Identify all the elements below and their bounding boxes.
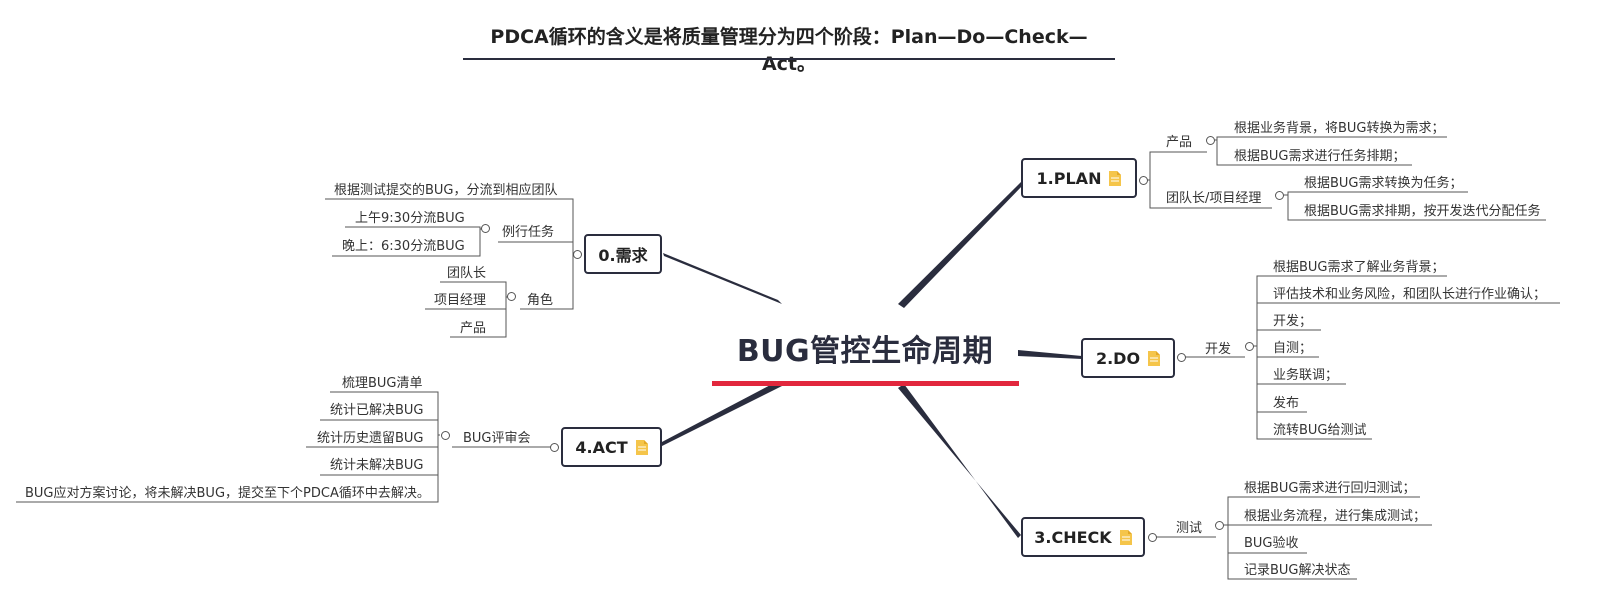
branch-act[interactable]: 4.ACT xyxy=(561,427,662,467)
collapse-toggle[interactable] xyxy=(441,431,450,440)
central-topic[interactable]: BUG管控生命周期 xyxy=(736,334,994,369)
leaf-act-3[interactable]: 统计未解决BUG xyxy=(330,458,424,473)
branch-check-label: 3.CHECK xyxy=(1034,527,1112,547)
leaf-act-0[interactable]: 梳理BUG清单 xyxy=(342,376,423,391)
collapse-toggle[interactable] xyxy=(1148,533,1157,542)
doc-icon[interactable] xyxy=(1148,350,1161,366)
branch-check[interactable]: 3.CHECK xyxy=(1021,517,1145,557)
collapse-toggle[interactable] xyxy=(1275,191,1284,200)
doc-icon[interactable] xyxy=(1119,529,1132,545)
leaf-req-role-1[interactable]: 项目经理 xyxy=(434,293,487,308)
branch-do[interactable]: 2.DO xyxy=(1081,338,1175,378)
leaf-act-1[interactable]: 统计已解决BUG xyxy=(330,403,424,418)
page-title: PDCA循环的含义是将质量管理分为四个阶段：Plan—Do—Check—Act。 xyxy=(490,26,1088,75)
collapse-toggle[interactable] xyxy=(481,224,490,233)
leaf-req-role-2[interactable]: 产品 xyxy=(460,321,487,336)
leaf-req-routine-0[interactable]: 上午9:30分流BUG xyxy=(355,211,465,226)
branch-plan-label: 1.PLAN xyxy=(1036,168,1102,188)
collapse-toggle[interactable] xyxy=(1139,176,1148,185)
collapse-toggle[interactable] xyxy=(550,443,559,452)
sub-do-dev[interactable]: 开发 xyxy=(1205,342,1232,357)
sub-req-routine[interactable]: 例行任务 xyxy=(502,225,555,240)
leaf-req-routine-1[interactable]: 晚上：6:30分流BUG xyxy=(342,239,465,254)
leaf-plan-product-1[interactable]: 根据BUG需求进行任务排期； xyxy=(1234,149,1406,164)
branch-req[interactable]: 0.需求 xyxy=(584,234,662,274)
link-act-leaves xyxy=(430,391,440,503)
doc-icon[interactable] xyxy=(635,439,648,455)
collapse-toggle[interactable] xyxy=(1177,353,1186,362)
link-plan-lead-leaves xyxy=(1284,191,1297,221)
collapse-toggle[interactable] xyxy=(1206,136,1215,145)
leaf-do-4[interactable]: 业务联调； xyxy=(1273,368,1339,383)
title-underline xyxy=(463,58,1115,60)
leaf-do-0[interactable]: 根据BUG需求了解业务背景； xyxy=(1273,260,1445,275)
branch-do-label: 2.DO xyxy=(1095,348,1141,368)
sub-plan-product[interactable]: 产品 xyxy=(1166,135,1193,150)
doc-icon[interactable] xyxy=(1109,170,1122,186)
link-central-act xyxy=(660,381,782,446)
collapse-toggle[interactable] xyxy=(507,292,516,301)
link-central-req xyxy=(663,253,782,304)
sub-check-test[interactable]: 测试 xyxy=(1176,521,1203,536)
leaf-act-2[interactable]: 统计历史遗留BUG xyxy=(317,431,424,446)
sub-req-role[interactable]: 角色 xyxy=(527,293,554,308)
central-topic-underline xyxy=(712,381,1019,386)
leaf-do-6[interactable]: 流转BUG给测试 xyxy=(1273,423,1367,438)
link-central-do xyxy=(1018,350,1082,359)
leaf-do-2[interactable]: 开发； xyxy=(1273,314,1313,329)
leaf-plan-lead-0[interactable]: 根据BUG需求转换为任务； xyxy=(1304,176,1463,191)
sub-act-review[interactable]: BUG评审会 xyxy=(463,431,531,446)
sub-plan-lead[interactable]: 团队长/项目经理 xyxy=(1166,191,1262,206)
leaf-plan-lead-1[interactable]: 根据BUG需求排期，按开发迭代分配任务 xyxy=(1304,204,1541,219)
branch-act-label: 4.ACT xyxy=(575,437,628,457)
collapse-toggle[interactable] xyxy=(1245,342,1254,351)
leaf-do-3[interactable]: 自测； xyxy=(1273,341,1313,356)
leaf-req-top[interactable]: 根据测试提交的BUG，分流到相应团队 xyxy=(334,183,558,198)
leaf-act-4[interactable]: BUG应对方案讨论，将未解决BUG，提交至下个PDCA循环中去解决。 xyxy=(25,486,430,501)
link-plan-product-leaves xyxy=(1215,136,1227,166)
leaf-do-1[interactable]: 评估技术和业务风险，和团队长进行作业确认； xyxy=(1273,287,1547,302)
link-central-check xyxy=(898,384,1021,538)
branch-plan[interactable]: 1.PLAN xyxy=(1021,158,1137,198)
leaf-check-0[interactable]: 根据BUG需求进行回归测试； xyxy=(1244,481,1416,496)
link-req-role-leaves xyxy=(498,281,509,338)
leaf-plan-product-0[interactable]: 根据业务背景，将BUG转换为需求； xyxy=(1234,121,1445,136)
branch-req-label: 0.需求 xyxy=(598,246,648,265)
collapse-toggle[interactable] xyxy=(1215,521,1224,530)
link-do-leaves xyxy=(1254,275,1266,440)
leaf-check-3[interactable]: 记录BUG解决状态 xyxy=(1244,563,1351,578)
collapse-toggle[interactable] xyxy=(573,250,582,259)
leaf-req-role-0[interactable]: 团队长 xyxy=(447,266,487,281)
leaf-check-2[interactable]: BUG验收 xyxy=(1244,536,1299,551)
leaf-check-1[interactable]: 根据业务流程，进行集成测试； xyxy=(1244,509,1427,524)
leaf-do-5[interactable]: 发布 xyxy=(1273,396,1300,411)
link-check-leaves xyxy=(1224,496,1236,580)
link-central-plan xyxy=(898,181,1024,308)
